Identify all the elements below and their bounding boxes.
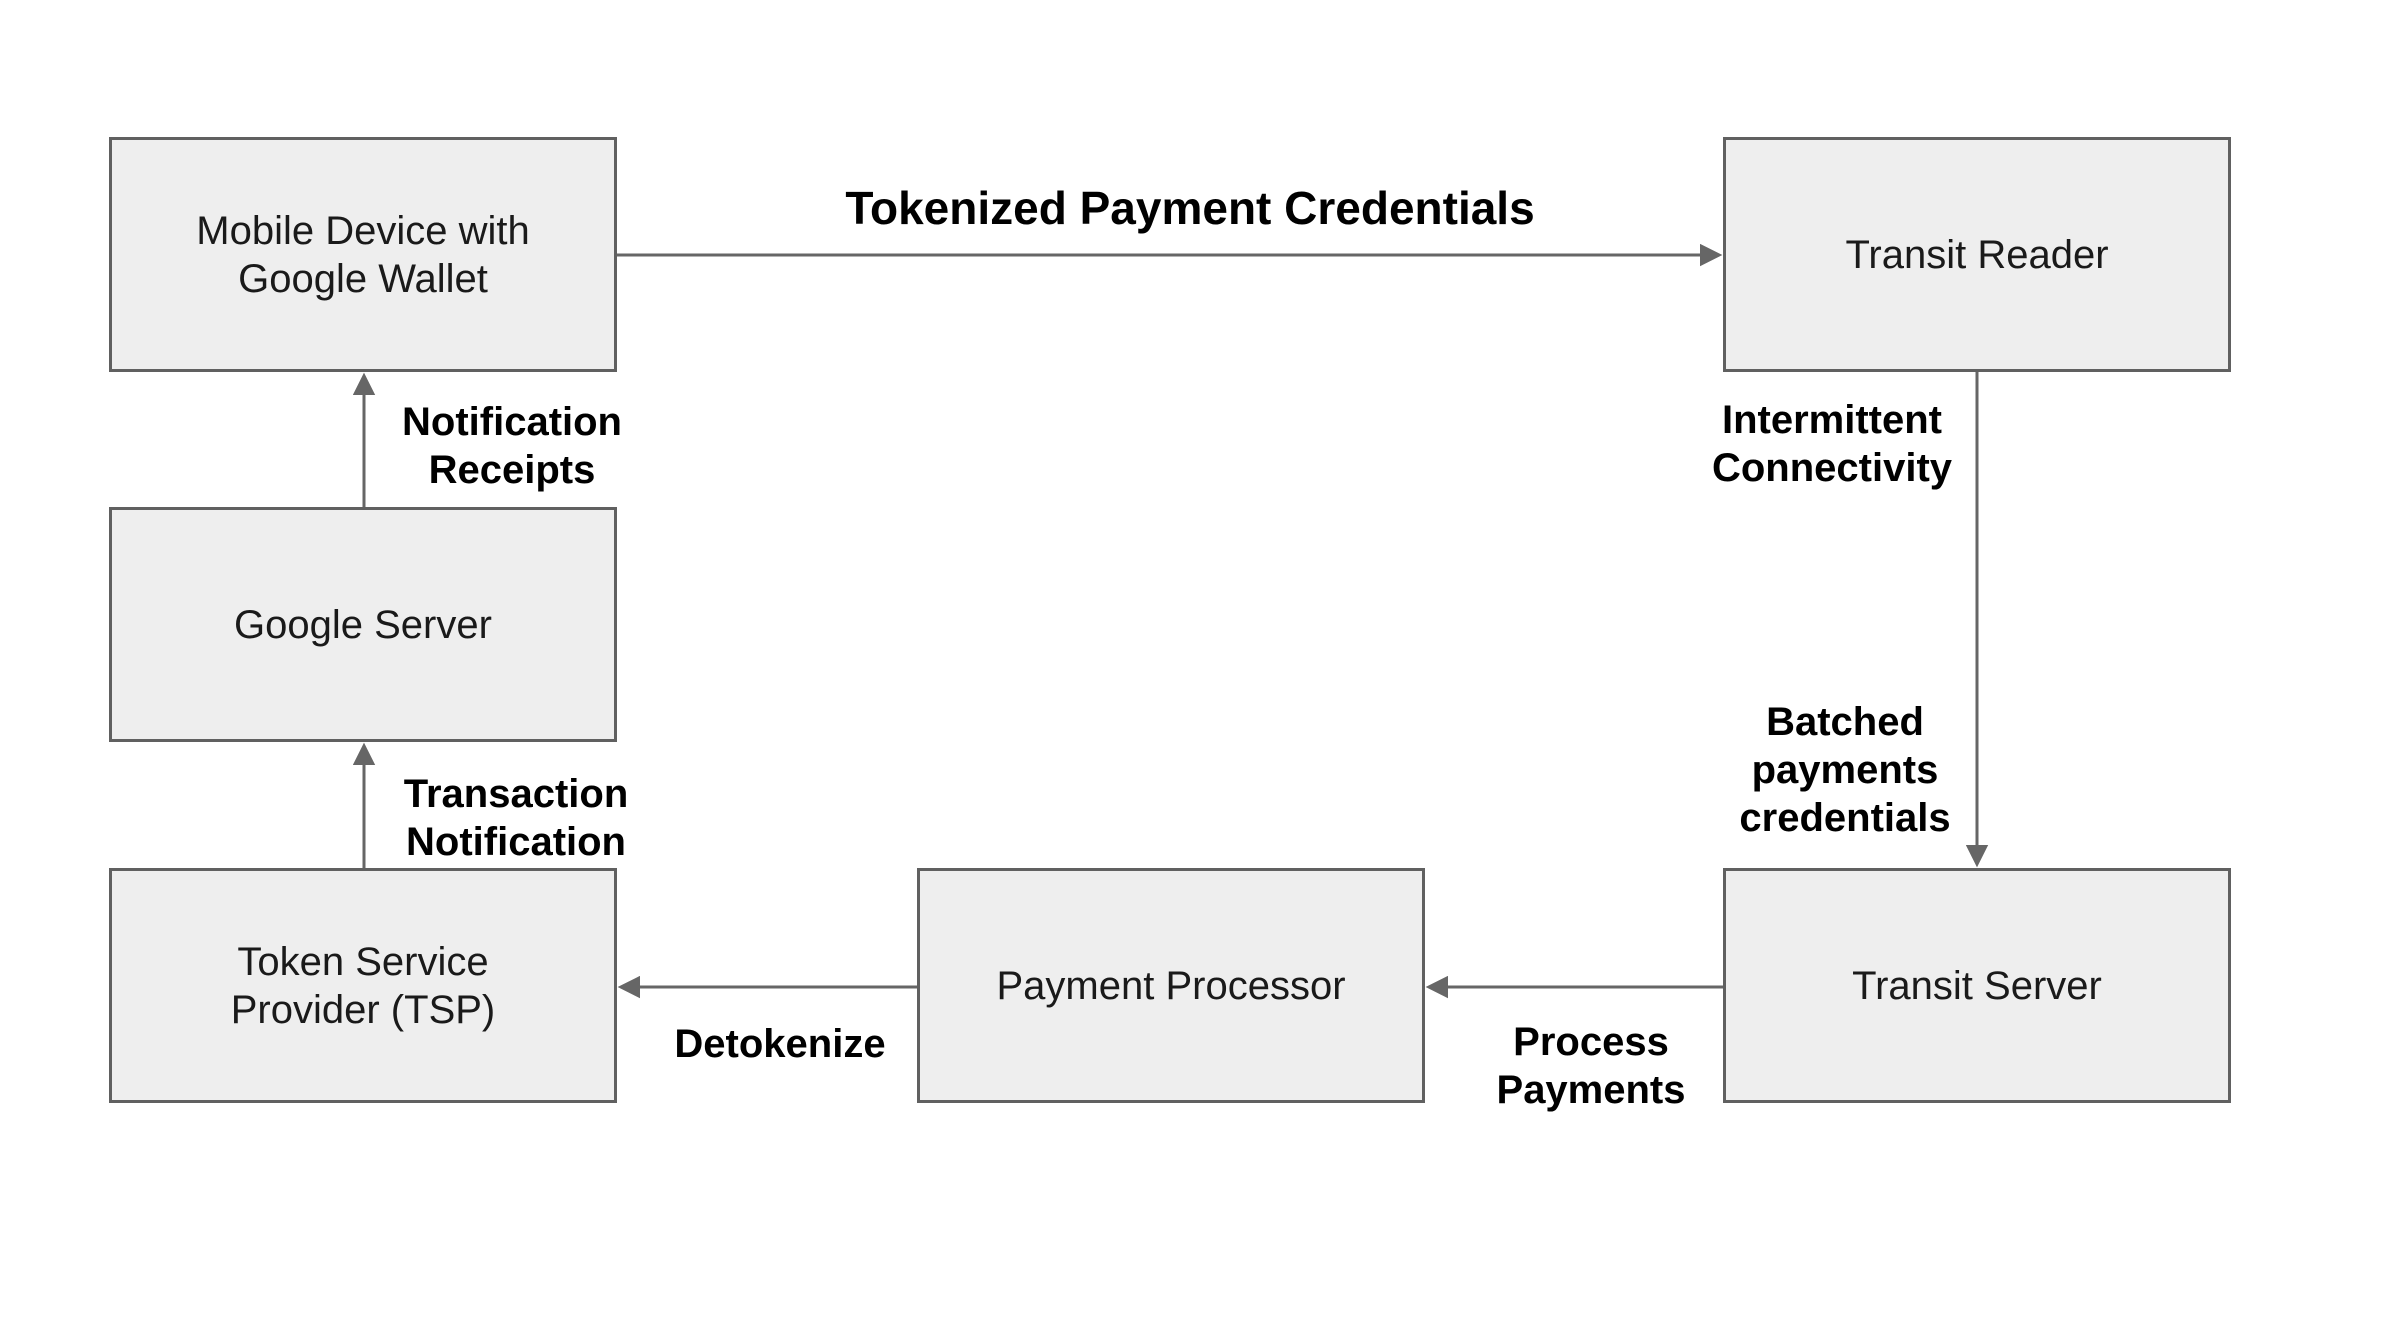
node-token-service-provider-label: Token Service Provider (TSP)	[230, 939, 496, 1032]
edge-label-process-payments: Process Payments	[1496, 1020, 1686, 1112]
node-google-server: Google Server	[109, 507, 617, 742]
edge-label-notification-receipts: Notification Receipts	[402, 400, 622, 492]
node-payment-processor: Payment Processor	[917, 868, 1425, 1103]
node-token-service-provider: Token Service Provider (TSP)	[109, 868, 617, 1103]
node-google-server-label: Google Server	[234, 602, 492, 647]
node-transit-reader: Transit Reader	[1723, 137, 2231, 372]
node-transit-reader-label: Transit Reader	[1845, 232, 2109, 277]
edge-label-detokenize: Detokenize	[674, 1022, 886, 1066]
node-mobile-device-label: Mobile Device with Google Wallet	[196, 208, 530, 301]
node-transit-server: Transit Server	[1723, 868, 2231, 1103]
edge-label-intermittent-connectivity: Intermittent Connectivity	[1711, 398, 1953, 490]
edge-label-transaction-notification: Transaction Notification	[403, 772, 629, 864]
node-payment-processor-label: Payment Processor	[996, 963, 1346, 1008]
node-transit-server-label: Transit Server	[1852, 963, 2102, 1008]
node-mobile-device: Mobile Device with Google Wallet	[109, 137, 617, 372]
edge-label-tokenized-payment-credentials: Tokenized Payment Credentials	[845, 182, 1535, 234]
edge-label-batched-payments-credentials: Batched payments credentials	[1739, 700, 1951, 840]
